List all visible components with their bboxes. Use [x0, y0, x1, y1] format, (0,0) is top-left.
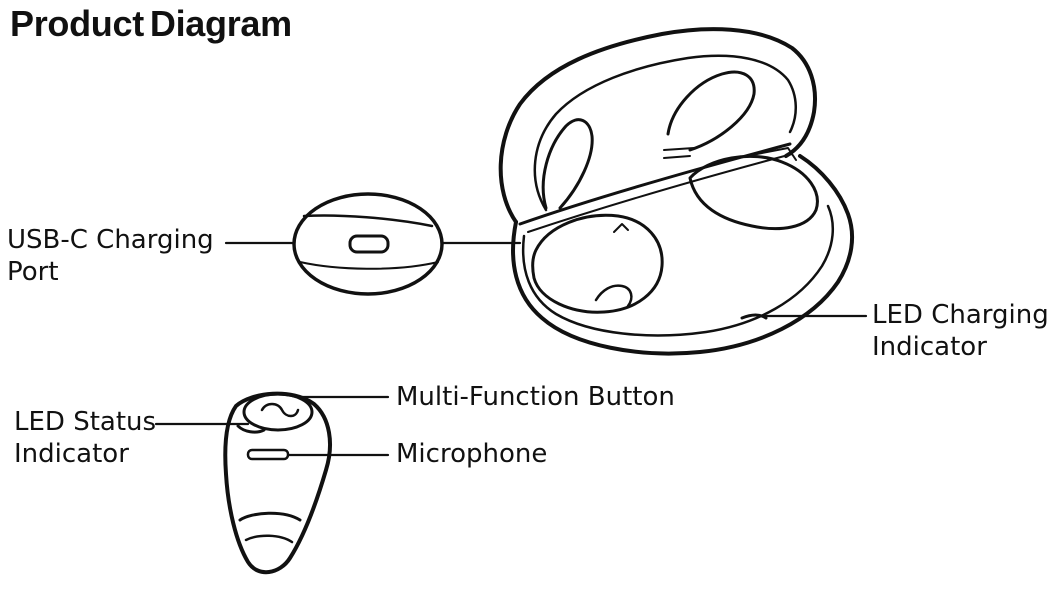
title-word-product: Product [10, 3, 144, 44]
earbud-ear-tip [238, 511, 302, 522]
label-led-status-indicator: LED Status Indicator [14, 406, 156, 470]
lid-recess-right [666, 70, 756, 152]
charging-case [498, 27, 855, 356]
label-microphone: Microphone [396, 438, 547, 470]
case-hinge-inner [527, 153, 793, 233]
label-multi-function-button: Multi-Function Button [396, 381, 675, 413]
title-word-diagram: Diagram [149, 3, 292, 44]
usb-c-port-icon [348, 234, 390, 254]
case-led-indicator [740, 313, 768, 320]
microphone-slot-icon [246, 448, 290, 461]
label-led-status-line1: LED Status [14, 407, 157, 437]
label-usb-c-charging-port: USB-C Charging Port [7, 224, 214, 288]
case-lid [498, 27, 817, 224]
label-usb-line1: USB-C Charging [7, 225, 214, 255]
usb-c-zoom-bubble [292, 192, 444, 296]
usb-zoom-edge [302, 214, 434, 228]
usb-zoom-base [299, 261, 439, 270]
case-contact-strip [663, 147, 695, 159]
cavity-left-stem [594, 284, 633, 308]
label-mfb-text: Multi-Function Button [396, 382, 675, 412]
label-led-charging-line1: LED Charging [872, 300, 1049, 330]
case-cavity-left [531, 213, 664, 314]
label-led-charging-indicator: LED Charging Indicator [872, 299, 1049, 363]
multi-function-button-icon [242, 392, 314, 432]
label-led-charging-line2: Indicator [872, 332, 987, 362]
usb-zoom-circle [292, 192, 444, 296]
label-led-status-line2: Indicator [14, 439, 129, 469]
led-status-light [236, 424, 266, 434]
case-base [511, 154, 855, 356]
case-lid-inner-rim [533, 54, 797, 212]
label-usb-line2: Port [7, 257, 59, 287]
earbud [223, 391, 332, 574]
label-mic-text: Microphone [396, 439, 548, 469]
leader-lines [154, 241, 868, 457]
cavity-left-notch [613, 223, 629, 233]
earbud-ear-tip-inner [244, 534, 294, 544]
earbud-body [223, 391, 332, 574]
lid-recess-left [541, 118, 594, 210]
button-logo-icon [260, 402, 300, 418]
case-earbud-right-band [735, 147, 797, 161]
case-base-inner [521, 204, 834, 337]
